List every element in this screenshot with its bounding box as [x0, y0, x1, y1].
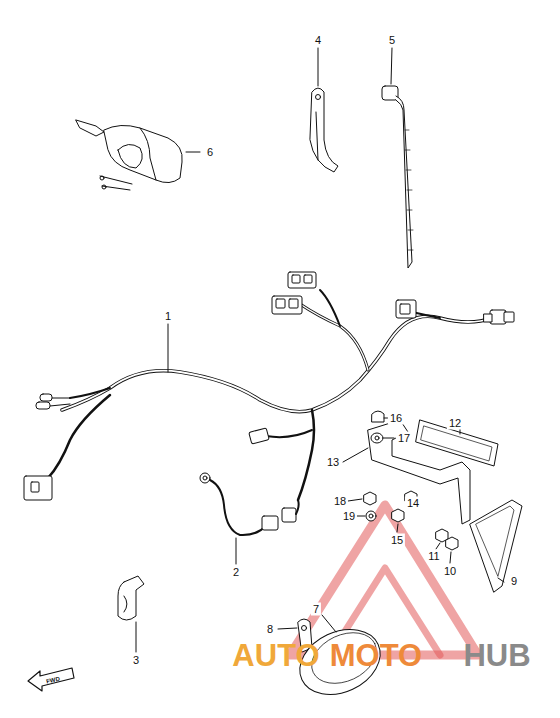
- callout-number: 15: [389, 534, 405, 547]
- callout-number: 10: [442, 565, 458, 578]
- callout-number: 8: [265, 623, 275, 636]
- callout-number: 14: [405, 497, 421, 510]
- callout-number: 12: [447, 417, 463, 430]
- harness-clamp: [310, 48, 338, 172]
- cable-tie: [382, 48, 413, 268]
- callout-number: 3: [131, 654, 141, 667]
- callout-number: 9: [509, 575, 519, 588]
- nuts: [348, 491, 458, 563]
- callout-number: 17: [396, 432, 412, 445]
- callout-number: 6: [205, 146, 215, 159]
- watermark-text: MOTO: [330, 640, 422, 671]
- callout-number: 18: [332, 495, 348, 508]
- callout-number: 19: [341, 510, 357, 523]
- callout-number: 1: [163, 310, 173, 323]
- callout-number: 11: [426, 550, 441, 563]
- watermark-triangle: [290, 505, 478, 655]
- wire-clip: [118, 576, 144, 652]
- watermark-text: HUB: [463, 640, 530, 671]
- callout-number: 13: [325, 456, 341, 469]
- watermark-text: AUTO: [232, 640, 319, 671]
- callout-number: 2: [231, 566, 241, 579]
- callout-number: 7: [311, 603, 321, 616]
- wiring-harness: [24, 272, 514, 500]
- callout-number: 5: [387, 34, 397, 47]
- callout-number: 4: [313, 34, 323, 47]
- sub-harness: [200, 473, 299, 564]
- callout-number: 16: [388, 412, 404, 425]
- fwd-arrow: [28, 668, 74, 691]
- side-reflector: [470, 500, 522, 592]
- handlebar-clamp: [76, 120, 200, 190]
